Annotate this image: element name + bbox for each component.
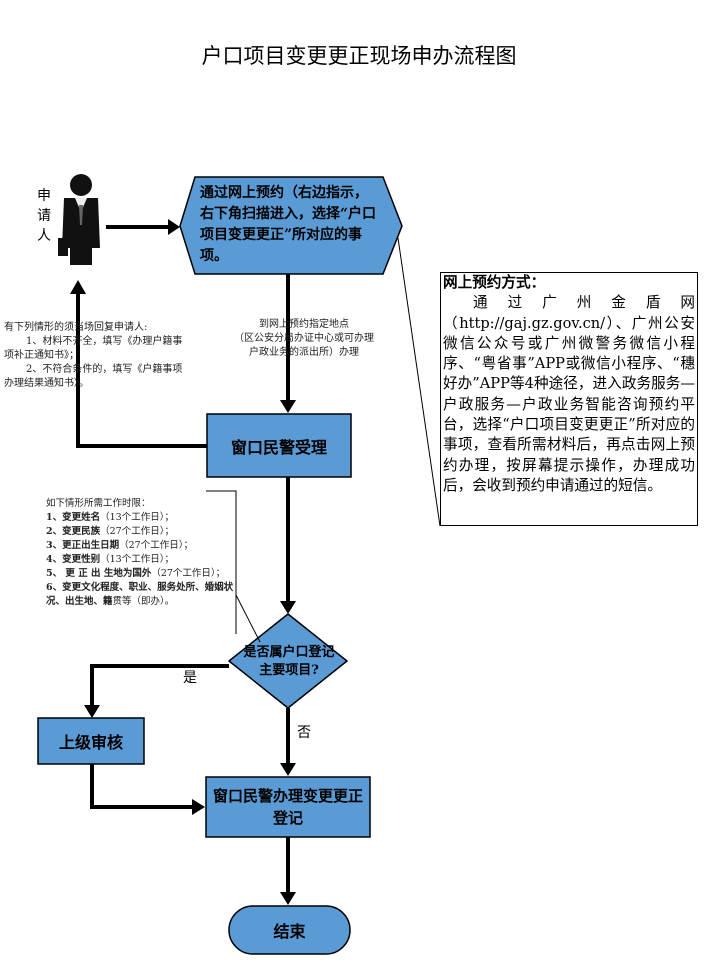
page-title: 户口项目变更更正现场申办流程图 [201,44,517,68]
note-line: 到网上预约指定地点 [259,319,349,330]
end-node [228,905,351,955]
callout-lines [206,237,441,643]
workday-item: 6、变更文化程度、职业、服务处所、婚姻状况、出生地、籍贯等（即办）。 [12,581,234,609]
info-title: 网上预约方式： [443,274,546,291]
workday-days: （27个工作日）； [119,540,193,551]
workday-days: （13个工作日）； [100,512,174,523]
online-booking-text: 通过网上预约（右边指示，右下角扫描进入，选择“户口项目变更更正”所对应的事项。 [200,185,377,264]
workday-days: （27个工作日）； [100,526,174,537]
workday-days: （13个工作日）； [100,554,174,565]
workday-name: 1、变更姓名 [46,512,101,523]
applicant-char: 申 [37,188,51,204]
workday-name: 6、变更文化程度、职业、服务处所、婚姻状况、出生地、籍 [46,582,234,607]
window-accept-node [206,413,352,478]
workday-item: 3、更正出生日期（27个工作日）； [12,539,234,553]
workday-name: 4、变更性别 [46,554,101,565]
workday-days: 贯等（即办）。 [112,596,175,607]
window-process-node [205,776,371,838]
higher-review-node [37,717,145,765]
workday-name: 3、更正出生日期 [46,540,120,551]
go-to-site-note: 到网上预约指定地点 （区公安分局办证中心或可办理 户政业务的派出所）办理 [216,318,392,360]
return-cases-note: 有下列情形的须当场回复申请人: 1、材料不齐全，填写《办理户籍事项补正通知书》；… [4,321,184,391]
applicant-char: 人 [37,228,51,244]
workday-item: 2、变更民族（27个工作日）； [12,525,234,539]
workday-name: 5、 更 正 出 生地为国外 [46,568,152,579]
note-line: 有下列情形的须当场回复申请人: [4,322,148,333]
end-text: 结束 [273,922,306,941]
higher-review-text: 上级审核 [58,733,123,752]
window-accept-text: 窗口民警受理 [230,437,327,457]
note-line: 2、不符合条件的，填写《户籍事项办理结果通知书》。 [4,364,183,389]
window-process-text: 窗口民警办理变更更正登记 [212,787,363,827]
workday-item: 4、变更性别（13个工作日）； [12,553,234,567]
note-heading: 如下情形所需工作时限： [46,498,151,509]
online-booking-info-box: 网上预约方式： 通过广州金盾网（http://gaj.gz.gov.cn/）、广… [440,272,698,526]
workday-days: （27个工作日）； [151,568,226,579]
note-line: 1、材料不齐全，填写《办理户籍事项补正通知书》； [4,336,183,361]
workday-item: 5、 更 正 出 生地为国外（27个工作日）； [12,567,234,581]
decision-text: 是否属户口登记主要项目? [243,645,335,678]
note-line: 户政业务的派出所）办理 [249,347,359,358]
note-line: （区公安分局办证中心或可办理 [234,333,374,344]
yes-label: 是 [183,670,197,686]
applicant-label: 申 请 人 [37,186,53,246]
info-body: 通过广州金盾网（http://gaj.gz.gov.cn/）、广州公安微信公众号… [443,294,695,494]
applicant-char: 请 [37,208,51,224]
online-booking-node [179,176,403,275]
workday-item: 1、变更姓名（13个工作日）； [12,511,234,525]
arrowheads [70,219,296,905]
connectors [76,225,290,896]
person-icon [58,174,100,265]
workdays-note: 如下情形所需工作时限： 1、变更姓名（13个工作日）； 2、变更民族（27个工作… [12,497,234,609]
no-label: 否 [297,725,311,741]
workday-name: 2、变更民族 [46,526,101,537]
